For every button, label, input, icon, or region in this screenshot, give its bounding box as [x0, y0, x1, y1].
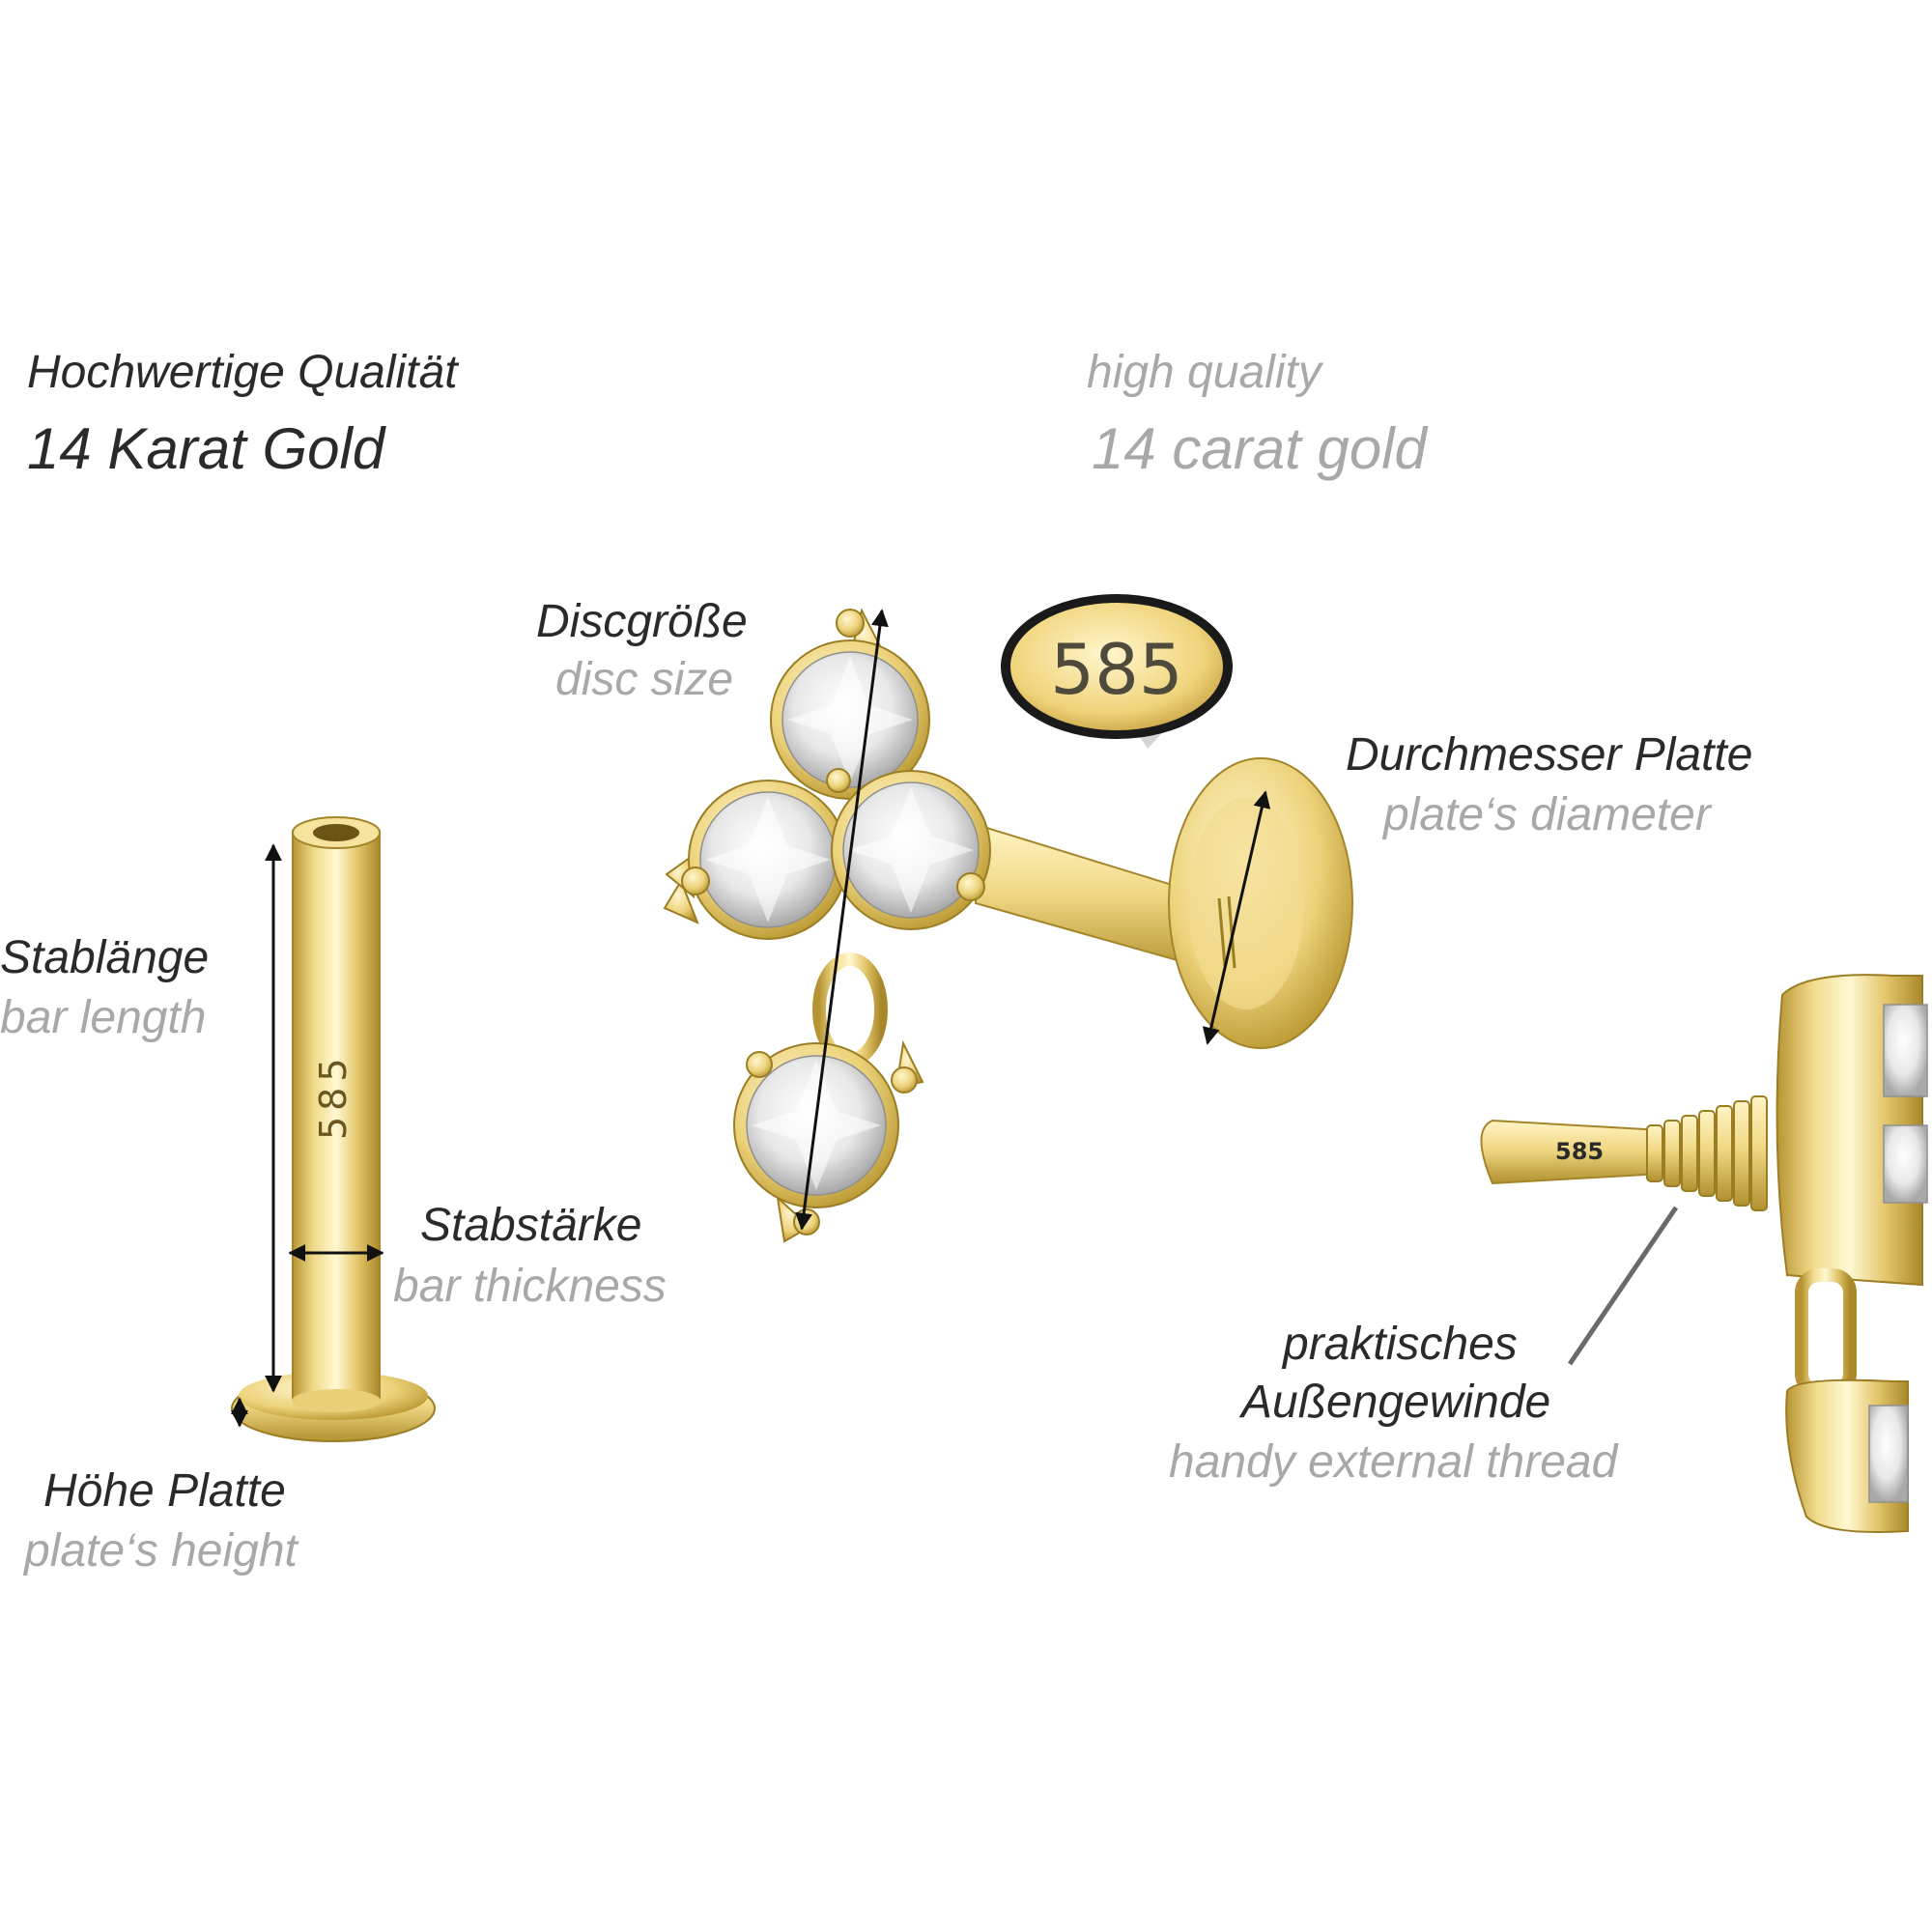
bar-length-de-label: Stablänge	[0, 932, 210, 983]
plate-height-en-label: plate‘s height	[24, 1525, 298, 1577]
plate-diameter-arrow	[1202, 790, 1271, 1045]
disc-size-en-label: disc size	[555, 654, 734, 705]
thread-de-label-2: Außengewinde	[1241, 1377, 1551, 1428]
thread-pointer-line	[1567, 1206, 1679, 1366]
plate-diameter-de-label: Durchmesser Platte	[1346, 729, 1753, 781]
side-view-earring: 585	[1480, 974, 1928, 1533]
thread-stamp: 585	[1555, 1138, 1604, 1165]
quality-en-label: high quality	[1087, 347, 1321, 398]
main-earring	[663, 608, 1353, 1243]
disc-size-de-label: Discgröße	[536, 596, 748, 647]
gold-de-label: 14 Karat Gold	[27, 416, 385, 481]
bar-thickness-en-label: bar thickness	[393, 1261, 667, 1312]
plate-height-de-label: Höhe Platte	[43, 1465, 286, 1517]
gold-en-label: 14 carat gold	[1092, 416, 1427, 481]
thread-de-label-1: praktisches	[1283, 1319, 1518, 1370]
bar-length-en-label: bar length	[0, 992, 207, 1043]
thread-en-label: handy external thread	[1169, 1436, 1618, 1488]
disc-size-arrow	[795, 609, 889, 1231]
labret-bar: 585	[231, 816, 436, 1442]
plate-diameter-en-label: plate‘s diameter	[1383, 789, 1711, 840]
quality-de-label: Hochwertige Qualität	[27, 347, 458, 398]
karat-badge: 585	[1001, 594, 1233, 739]
badge-stamp: 585	[1050, 629, 1182, 710]
bar-thickness-de-label: Stabstärke	[420, 1200, 642, 1251]
bar-stamp: 585	[312, 1052, 355, 1140]
gem-right	[831, 770, 991, 930]
gem-left	[688, 780, 848, 940]
